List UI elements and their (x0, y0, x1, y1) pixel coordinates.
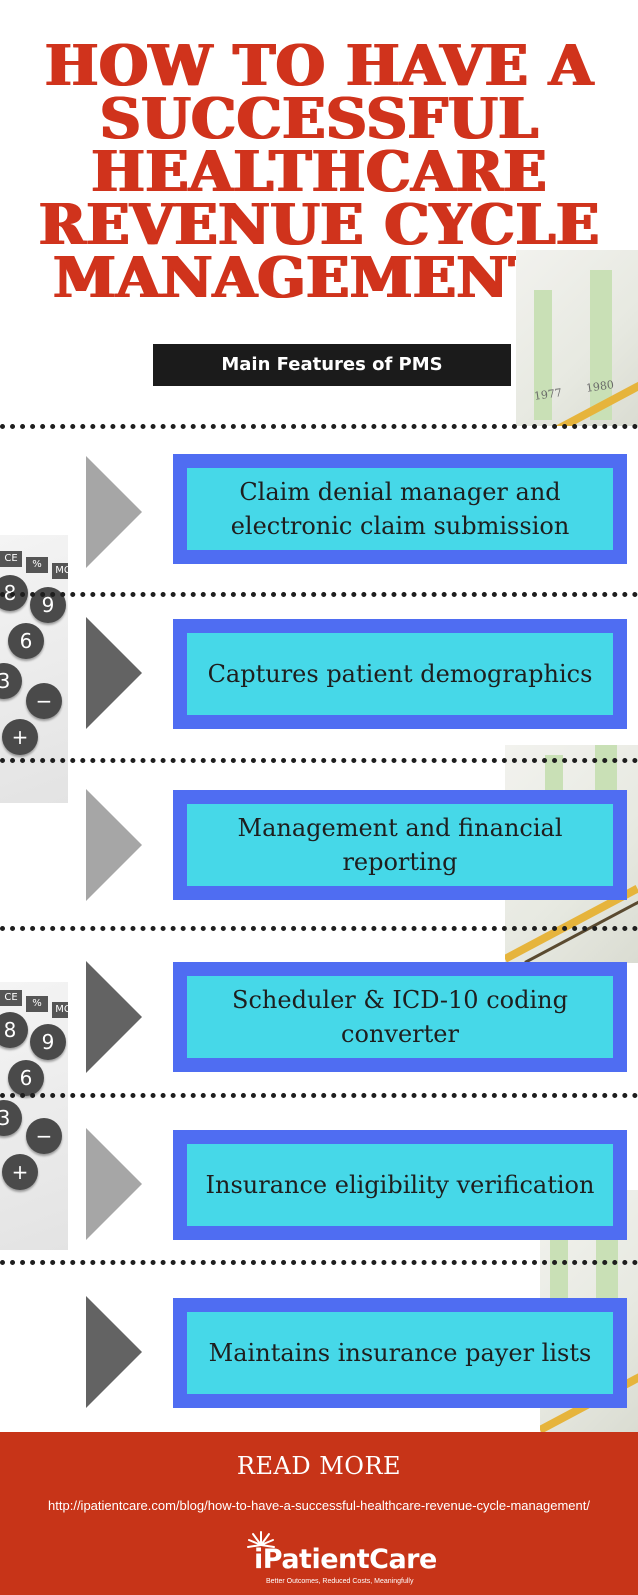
feature-box: Scheduler & ICD-10 coding converter (173, 962, 627, 1072)
calculator-key: 8 (0, 1012, 28, 1048)
chart-photo-decoration: 1977 1980 (516, 250, 638, 426)
chart-year-label: 1977 (533, 386, 563, 403)
title-line: HEALTHCARE (91, 139, 547, 205)
chevron-right-icon (86, 1296, 142, 1408)
feature-text: Maintains insurance payer lists (208, 1339, 592, 1367)
sun-logo-icon (247, 1531, 275, 1548)
calculator-key: 3 (0, 1100, 22, 1136)
feature-box: Maintains insurance payer lists (173, 1298, 627, 1408)
feature-box: Insurance eligibility verification (173, 1130, 627, 1240)
dotted-divider (0, 926, 638, 931)
feature-text: Management and financial (237, 814, 563, 842)
dotted-divider (0, 1260, 638, 1265)
feature-box: Claim denial manager and electronic clai… (173, 454, 627, 564)
chevron-right-icon (86, 789, 142, 901)
calculator-key: % (26, 996, 48, 1012)
dotted-divider (0, 592, 638, 597)
feature-text: Insurance eligibility verification (205, 1171, 595, 1199)
calculator-key: MC (52, 563, 68, 579)
chevron-right-icon (86, 617, 142, 729)
logo-tagline: Better Outcomes, Reduced Costs, Meaningf… (266, 1578, 414, 1585)
ipatientcare-logo: iPatientCare Better Outcomes, Reduced Co… (244, 1524, 437, 1590)
calculator-key: − (26, 1118, 62, 1154)
calculator-key: CE (0, 990, 22, 1006)
article-url-link[interactable]: http://ipatientcare.com/blog/how-to-have… (48, 1498, 590, 1513)
feature-box: Captures patient demographics (173, 619, 627, 729)
chevron-right-icon (86, 961, 142, 1073)
calculator-key: + (2, 719, 38, 755)
feature-text: Captures patient demographics (207, 660, 593, 688)
feature-text: electronic claim submission (230, 512, 570, 540)
calculator-key: 3 (0, 663, 22, 699)
footer: READ MORE http://ipatientcare.com/blog/h… (0, 1432, 638, 1595)
feature-text: Claim denial manager and (239, 478, 561, 506)
feature-text: reporting (342, 848, 458, 876)
calculator-key: % (26, 557, 48, 573)
dotted-divider (0, 424, 638, 429)
calculator-key: + (2, 1154, 38, 1190)
calculator-key: 6 (8, 1060, 44, 1096)
chevron-right-icon (86, 456, 142, 568)
chevron-right-icon (86, 1128, 142, 1240)
calculator-key: 6 (8, 623, 44, 659)
feature-text: converter (341, 1020, 459, 1048)
logo-wordmark: iPatientCare (254, 1544, 437, 1575)
dotted-divider (0, 1093, 638, 1098)
calculator-key: 9 (30, 1024, 66, 1060)
title-line: REVENUE CYCLE (38, 192, 600, 258)
subtitle-banner: Main Features of PMS (153, 344, 511, 386)
feature-box: Management and financial reporting (173, 790, 627, 900)
title-line: MANAGEMENT? (53, 245, 585, 311)
dotted-divider (0, 758, 638, 763)
calculator-photo-decoration: CE % MC 8 9 6 3 − + (0, 982, 68, 1250)
read-more-link[interactable]: READ MORE (236, 1452, 402, 1480)
title-line: HOW TO HAVE A (44, 33, 594, 99)
calculator-key: MC (52, 1002, 68, 1018)
page-title: HOW TO HAVE A SUCCESSFUL HEALTHCARE REVE… (0, 33, 638, 311)
feature-text: Scheduler & ICD-10 coding (232, 986, 568, 1014)
calculator-key: − (26, 683, 62, 719)
title-line: SUCCESSFUL (99, 86, 539, 152)
calculator-key: CE (0, 551, 22, 567)
